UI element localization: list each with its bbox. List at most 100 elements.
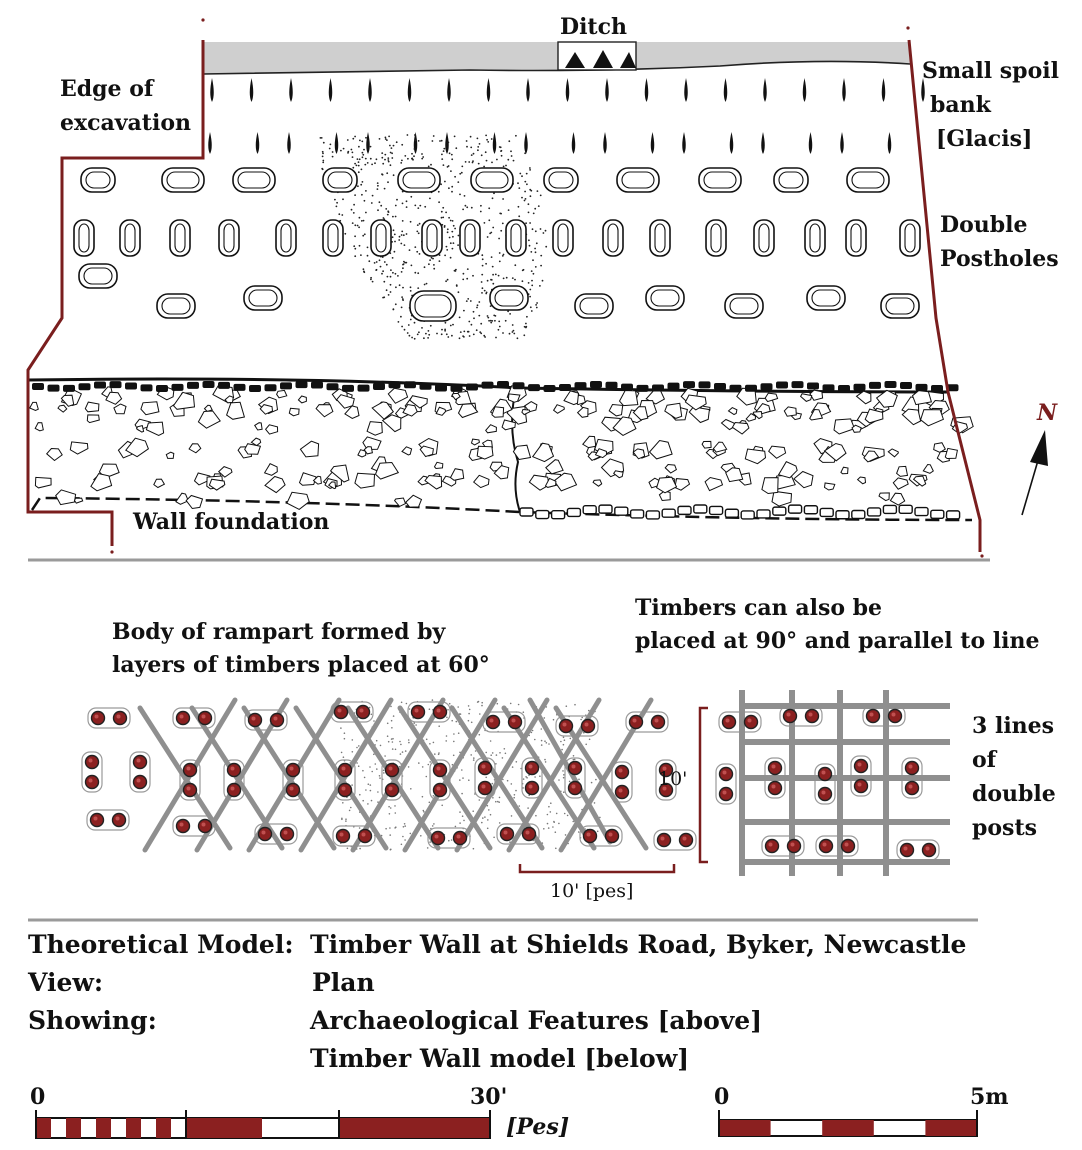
stipple-dot bbox=[444, 254, 446, 257]
hachure-mark bbox=[289, 78, 293, 102]
stipple-dot bbox=[414, 204, 417, 207]
stipple-dot bbox=[407, 739, 410, 741]
post-icon bbox=[182, 762, 198, 778]
edge-stone bbox=[772, 506, 787, 516]
stipple-dot bbox=[340, 727, 342, 729]
stipple-dot bbox=[421, 327, 423, 329]
posthole-inner bbox=[850, 223, 862, 253]
stipple-dot bbox=[391, 748, 394, 750]
stipple-dot bbox=[581, 716, 583, 719]
post-icon bbox=[337, 762, 353, 778]
stipple-dot bbox=[481, 273, 484, 276]
hachure-mark bbox=[366, 132, 370, 154]
post-highlight bbox=[857, 782, 862, 787]
stipple-dot bbox=[440, 216, 443, 219]
stipple-dot bbox=[388, 805, 390, 808]
stipple-dot bbox=[583, 731, 585, 734]
post-highlight bbox=[341, 786, 346, 791]
stipple-dot bbox=[449, 324, 452, 327]
posthole-outline bbox=[489, 285, 529, 311]
stipple-dot bbox=[387, 160, 390, 163]
scale-segment bbox=[126, 1118, 141, 1138]
hachure-mark bbox=[287, 132, 291, 154]
post-highlight bbox=[434, 834, 439, 839]
stipple-dot bbox=[515, 789, 517, 792]
foundation-stone bbox=[208, 478, 226, 491]
foundation-stone bbox=[226, 401, 246, 420]
stipple-dot bbox=[401, 325, 403, 328]
glacis-hachures bbox=[208, 78, 925, 154]
scale-segment bbox=[66, 1118, 81, 1138]
foundation-stone bbox=[911, 390, 933, 406]
stipple-dot bbox=[401, 296, 403, 298]
foundation-stone bbox=[933, 442, 946, 453]
stipple-dot bbox=[356, 224, 359, 227]
stipple-dot bbox=[354, 162, 356, 165]
stipple-dot bbox=[463, 195, 466, 197]
posthole-outline bbox=[397, 167, 441, 193]
posthole-inner bbox=[548, 171, 574, 189]
post-highlight bbox=[821, 770, 826, 775]
stipple-dot bbox=[393, 233, 396, 236]
stipple-dot bbox=[358, 226, 360, 229]
stipple-dot bbox=[354, 135, 356, 138]
stipple-dot bbox=[455, 285, 458, 287]
stipple-dot bbox=[588, 709, 590, 712]
stipple-dot bbox=[408, 249, 411, 252]
stipple-dot bbox=[390, 705, 392, 708]
edge-stone bbox=[519, 507, 534, 517]
foundation-stone bbox=[60, 394, 75, 407]
stipple-dot bbox=[578, 778, 580, 781]
foundation-stone bbox=[197, 410, 221, 429]
stipple-dot bbox=[413, 155, 415, 158]
posthole-inner bbox=[654, 223, 666, 253]
north-arrow-icon bbox=[1021, 430, 1048, 516]
stipple-dot bbox=[507, 209, 510, 212]
stipple-dot bbox=[511, 331, 514, 333]
foundation-stone bbox=[185, 494, 204, 510]
stipple-dot bbox=[342, 198, 344, 201]
stipple-dot bbox=[493, 836, 495, 839]
edge-stone bbox=[851, 509, 866, 520]
posthole-inner bbox=[557, 223, 569, 253]
stipple-dot bbox=[527, 807, 529, 809]
stipple-dot bbox=[472, 810, 475, 812]
stipple-dot bbox=[445, 245, 448, 248]
stipple-dot bbox=[459, 779, 461, 781]
stipple-dot bbox=[382, 270, 384, 273]
posthole-outline bbox=[521, 757, 543, 799]
stipple-dot bbox=[519, 172, 522, 175]
posthole-outline bbox=[322, 219, 344, 257]
stipple-dot bbox=[403, 328, 406, 331]
stipple-dot bbox=[402, 267, 404, 270]
metric-scale-end: 5m bbox=[970, 1084, 1009, 1110]
edge-stone bbox=[724, 508, 740, 518]
edge-stone bbox=[791, 381, 804, 389]
stipple-dot bbox=[394, 805, 396, 807]
stipple-dot bbox=[467, 298, 470, 300]
postholes-label-line1: Double bbox=[940, 212, 1028, 238]
stipple-dot bbox=[501, 757, 504, 759]
stipple-dot bbox=[470, 721, 473, 724]
stipple-dot bbox=[481, 287, 484, 290]
edge-stone bbox=[914, 506, 929, 517]
foundation-stone bbox=[688, 406, 710, 424]
foundation-stone bbox=[501, 419, 516, 431]
post-highlight bbox=[908, 784, 913, 789]
hachure-mark bbox=[208, 132, 212, 154]
stipple-dot bbox=[431, 825, 434, 827]
foundation-stone bbox=[851, 424, 862, 433]
stipple-dot bbox=[507, 310, 509, 313]
foundation-stone bbox=[145, 421, 165, 437]
foundation-stone bbox=[73, 497, 84, 504]
stipple-dot bbox=[552, 718, 555, 721]
stipple-dot bbox=[472, 152, 475, 155]
foundation-stone bbox=[833, 418, 856, 435]
stipple-dot bbox=[512, 159, 515, 162]
post-highlight bbox=[722, 770, 727, 775]
stipple-dot bbox=[448, 702, 451, 705]
stipple-dot bbox=[379, 265, 382, 268]
post-highlight bbox=[747, 718, 752, 723]
edge-stone bbox=[497, 381, 509, 389]
stipple-dot bbox=[370, 713, 373, 716]
